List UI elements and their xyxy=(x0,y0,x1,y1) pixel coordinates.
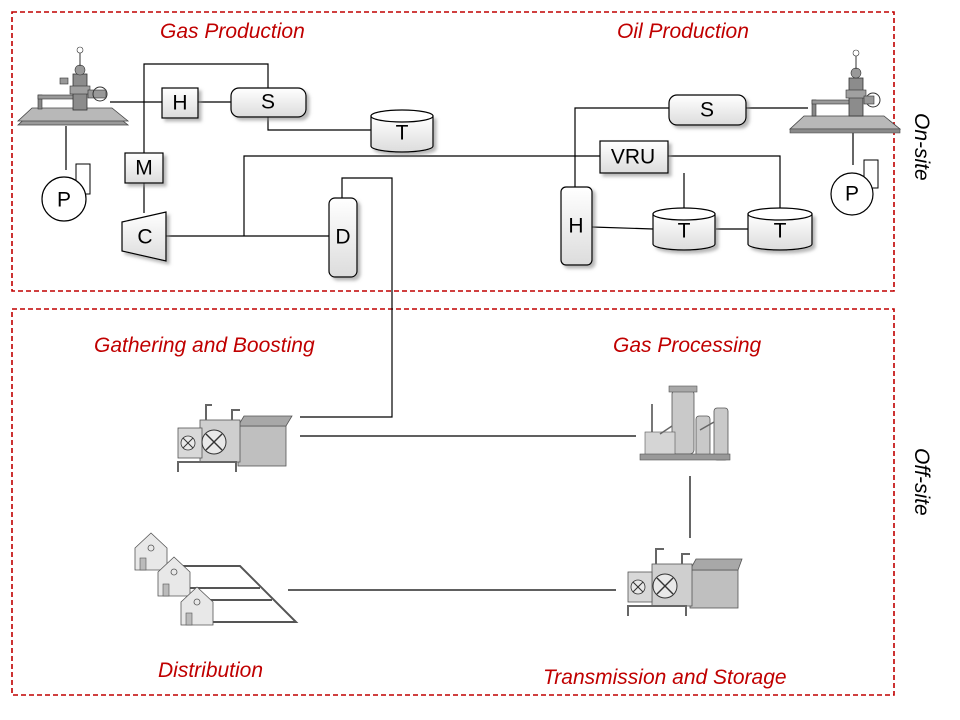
oil-tank-1: T xyxy=(652,207,716,251)
gas-pump-label: P xyxy=(57,189,71,212)
oil-separator-label: S xyxy=(700,99,714,122)
gas-wellhead-icon xyxy=(16,46,130,126)
vapor-recovery-unit: VRU xyxy=(599,140,669,174)
gas-separator: S xyxy=(230,87,307,118)
gas-processing-plant-icon xyxy=(639,385,731,461)
gathering-compressor-station-icon xyxy=(177,404,293,472)
gas-tank-label: T xyxy=(396,122,409,145)
oil-wellhead-icon xyxy=(788,49,902,134)
oil-pump-label: P xyxy=(845,183,859,206)
gas-heater: H xyxy=(161,87,199,119)
off-site-boundary xyxy=(11,308,895,696)
gas-dehydrator-label: D xyxy=(335,226,350,249)
on-site-label: On-site xyxy=(910,113,933,181)
vru-label: VRU xyxy=(611,146,655,169)
oil-tank-2-label: T xyxy=(774,220,787,243)
gas-tank: T xyxy=(370,109,434,153)
oil-heater: H xyxy=(560,186,593,266)
off-site-label: Off-site xyxy=(910,448,933,516)
gathering-boosting-title: Gathering and Boosting xyxy=(94,334,315,357)
gas-dehydrator: D xyxy=(328,197,358,278)
oil-pump-icon: P xyxy=(830,159,879,216)
gas-meter-label: M xyxy=(135,157,153,180)
gas-meter: M xyxy=(124,152,164,184)
distribution-houses-icon xyxy=(134,532,299,626)
transmission-storage-title: Transmission and Storage xyxy=(543,666,787,689)
oil-tank-1-label: T xyxy=(678,220,691,243)
pipelines xyxy=(65,63,854,591)
oil-tank-2: T xyxy=(747,207,813,251)
gas-pump-icon: P xyxy=(41,163,91,222)
transmission-compressor-station-icon xyxy=(627,548,743,616)
oil-heater-label: H xyxy=(568,215,583,238)
gas-compressor-label: C xyxy=(137,226,152,249)
gas-compressor: C xyxy=(121,211,167,262)
gas-heater-label: H xyxy=(172,92,187,115)
gas-production-title: Gas Production xyxy=(160,20,305,43)
on-site-boundary xyxy=(11,11,895,292)
distribution-title: Distribution xyxy=(158,659,263,682)
gas-processing-title: Gas Processing xyxy=(613,334,762,357)
gas-separator-label: S xyxy=(261,91,275,114)
oil-separator: S xyxy=(668,94,747,126)
oil-production-title: Oil Production xyxy=(617,20,749,43)
